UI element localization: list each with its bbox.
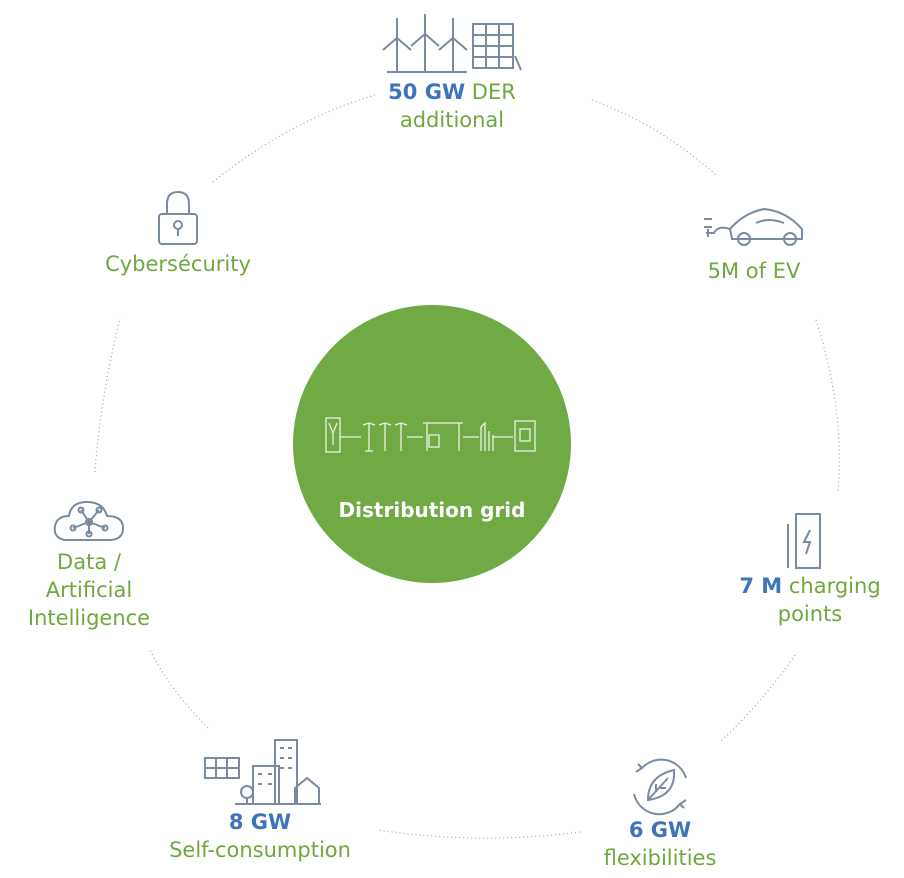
electric-car-icon	[704, 207, 803, 246]
self-consumption-node: 8 GW Self-consumption	[160, 736, 360, 864]
der-label: DER	[471, 80, 516, 104]
der-node: 50 GW DER additional	[352, 10, 552, 134]
cyber-label: Cybersécurity	[105, 252, 251, 276]
selfcons-label: Self-consumption	[169, 838, 351, 862]
ev-node: 5M of EV	[674, 193, 834, 285]
selfcons-value: 8 GW	[228, 810, 292, 834]
ai-label-1: Data /	[57, 550, 121, 574]
charging-label-2: points	[777, 602, 843, 626]
leaf-cycle-icon	[633, 758, 687, 816]
distribution-grid-hub: Distribution grid	[293, 305, 571, 583]
wind-solar-icon	[382, 14, 522, 73]
cloud-network-icon	[53, 500, 125, 541]
padlock-icon	[158, 190, 198, 245]
der-value: 50 GW	[388, 80, 466, 104]
flexibilities-node: 6 GW flexibilities	[560, 756, 760, 872]
cybersecurity-node: Cybersécurity	[88, 188, 268, 278]
data-ai-node: Data / Artificial Intelligence	[14, 494, 164, 632]
buildings-icon	[204, 739, 321, 805]
ai-label-3: Intelligence	[27, 606, 151, 630]
ai-label-2: Artificial	[45, 578, 133, 602]
charging-node: 7 M charging points	[716, 510, 904, 628]
hub-label: Distribution grid	[338, 498, 526, 522]
grid-chain-icon	[325, 417, 536, 453]
charging-station-icon	[787, 513, 821, 569]
charging-value: 7 M	[739, 574, 783, 598]
ev-label: 5M of EV	[707, 259, 801, 283]
der-label-2: additional	[399, 108, 505, 132]
flex-label: flexibilities	[603, 846, 717, 870]
flex-value: 6 GW	[628, 818, 692, 842]
charging-label: charging	[788, 574, 881, 598]
